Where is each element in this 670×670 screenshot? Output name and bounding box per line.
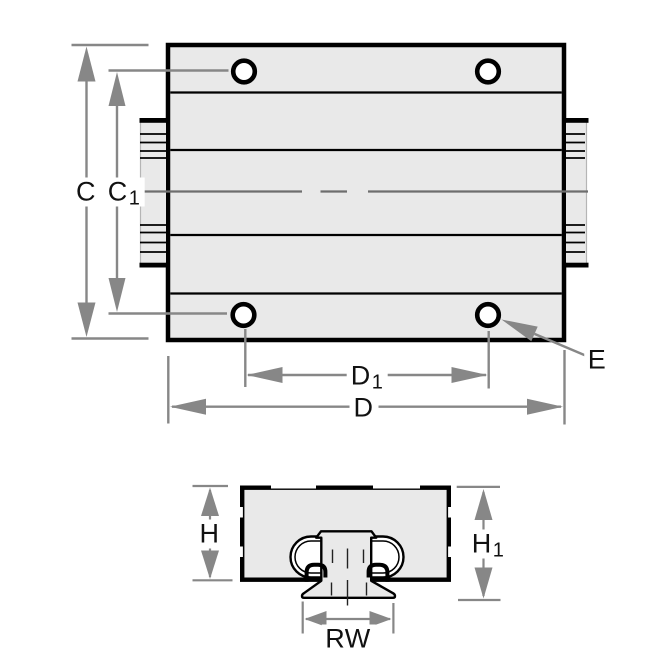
dim-c1-arrow-down: [108, 278, 126, 312]
dim-c-arrow-down: [77, 302, 96, 337]
top-notch: [373, 484, 420, 489]
right-end-seal: [563, 118, 589, 268]
dim-label-e: E: [583, 345, 612, 375]
mounting-hole: [474, 301, 502, 329]
seal-lamination-lines: [140, 133, 166, 253]
dim-h-arrow-up: [201, 487, 219, 516]
dim-d1-arrow-right: [451, 367, 488, 383]
dim-h1-arrow-down: [474, 567, 493, 599]
seal-lamination-lines: [566, 133, 585, 253]
retainer-hooks: [304, 562, 390, 582]
dim-rw-arrow-right: [369, 611, 392, 627]
bearing-block-front-view: [239, 484, 452, 582]
front-view: [192, 484, 501, 634]
mounting-hole: [230, 58, 258, 85]
top-view: [71, 42, 590, 425]
retainer-hook-left: [304, 562, 328, 582]
dim-h: [192, 484, 233, 582]
center-marks: [330, 548, 368, 606]
block-internal-lines: [170, 91, 562, 295]
retainer-hook-right: [366, 562, 390, 582]
leader-e-arrowhead: [501, 319, 538, 342]
mounting-hole: [230, 301, 257, 329]
dim-label-h1: H1: [467, 529, 509, 561]
dim-d1-arrow-left: [246, 367, 283, 383]
dim-d-arrow-left: [170, 398, 206, 415]
dim-c-arrow-up: [77, 46, 96, 82]
dim-rw-arrow-left: [304, 611, 327, 627]
rail-profile: [300, 530, 397, 599]
dim-h-arrow-down: [201, 550, 219, 579]
dim-d-arrow-right: [527, 398, 563, 415]
dim-label-c1: C1: [103, 177, 145, 209]
mounting-holes: [230, 58, 502, 329]
side-notch: [239, 546, 243, 557]
dim-h1-arrow-up: [474, 489, 493, 520]
dim-label-rw: RW: [321, 624, 376, 653]
side-notch: [239, 507, 243, 518]
dim-c1-arrow-up: [108, 72, 126, 106]
top-notch: [271, 484, 316, 489]
dim-label-c: C: [72, 177, 101, 207]
leader-e: [501, 319, 590, 359]
mounting-hole: [474, 58, 502, 85]
dim-label-d: D: [349, 393, 379, 423]
dim-label-h: H: [195, 519, 225, 548]
side-notch: [448, 546, 452, 557]
dim-rw: [301, 601, 395, 634]
left-end-seal: [139, 118, 170, 268]
side-notch: [448, 507, 452, 518]
dim-label-d1: D1: [346, 361, 388, 392]
